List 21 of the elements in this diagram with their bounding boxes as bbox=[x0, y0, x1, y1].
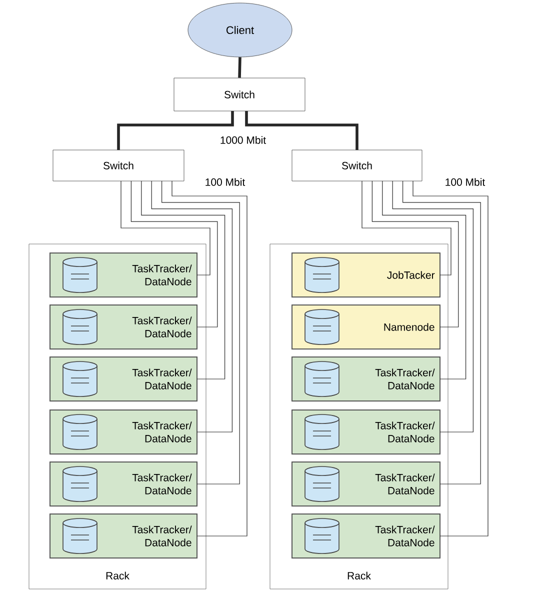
bandwidth-label: 100 Mbit bbox=[206, 178, 246, 186]
cable-line bbox=[412, 180, 488, 536]
cable-line bbox=[141, 180, 226, 380]
switch-box: Switch bbox=[174, 78, 306, 112]
cable-line bbox=[120, 180, 210, 276]
cable-line bbox=[392, 180, 474, 432]
cable-line bbox=[245, 111, 358, 150]
switch-box: Switch bbox=[292, 150, 422, 182]
switch-box: Switch bbox=[52, 150, 184, 182]
cable-line bbox=[362, 180, 452, 276]
cable-line bbox=[162, 180, 240, 484]
cable-line bbox=[130, 180, 218, 328]
cable-line bbox=[238, 57, 242, 78]
cable-line bbox=[172, 180, 248, 536]
bandwidth-label: 100 Mbit bbox=[446, 178, 486, 186]
cable-line bbox=[402, 180, 481, 484]
cable-line bbox=[372, 180, 459, 328]
cable-line bbox=[382, 180, 466, 380]
cable-line bbox=[117, 111, 234, 150]
cable-line bbox=[151, 180, 232, 432]
bandwidth-label: 1000 Mbit bbox=[220, 136, 266, 144]
